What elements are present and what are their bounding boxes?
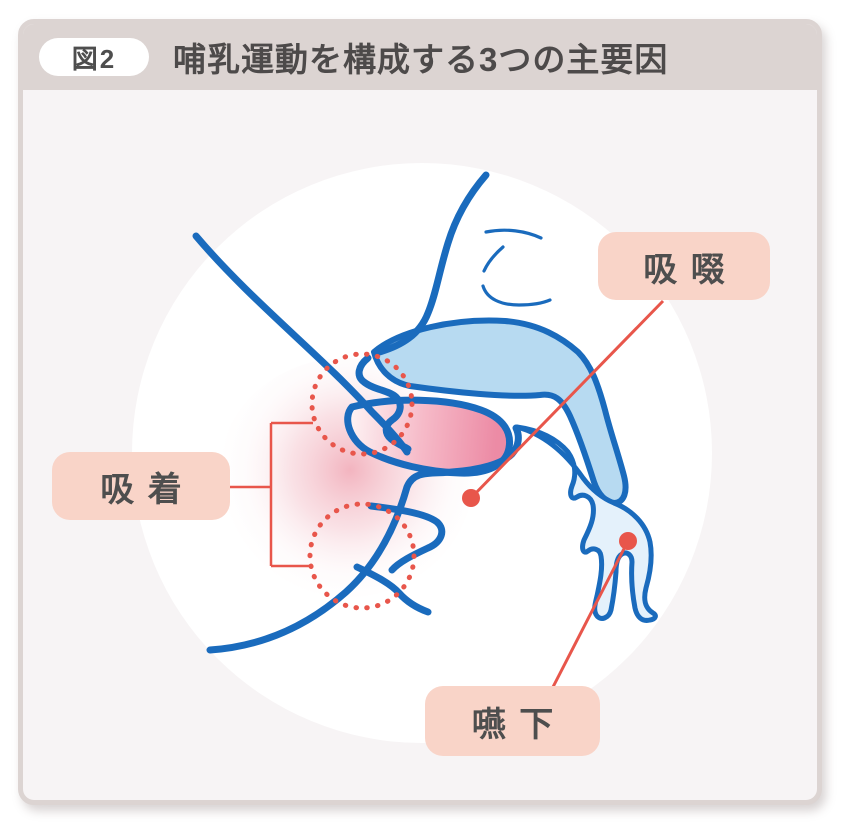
eye-strokes — [481, 228, 552, 307]
label-latching: 吸着 — [52, 452, 230, 520]
label-suckling: 吸啜 — [598, 232, 770, 300]
label-swallowing: 嚥下 — [425, 686, 600, 756]
suckling-pointer-dot — [462, 489, 480, 507]
lower-latch-dotted-circle — [307, 501, 417, 611]
breast-outline — [192, 232, 411, 456]
lower-lip-upper-outline — [367, 502, 446, 574]
cheek-blush-gradient — [217, 358, 473, 598]
figure-title: 哺乳運動を構成する3つの主要因 — [173, 41, 669, 78]
swallowing-pointer-dot — [619, 532, 637, 550]
eye-curve-stroke — [481, 284, 552, 307]
label-latching-text: 吸着 — [100, 470, 196, 509]
figure-header: 図2 哺乳運動を構成する3つの主要因 — [23, 24, 817, 90]
label-suckling-text: 吸啜 — [643, 250, 739, 289]
eyelid-stroke — [482, 245, 505, 273]
upper-lip-outline — [355, 354, 412, 453]
pharynx-larynx-shape — [514, 424, 658, 623]
upper-latch-dotted-circle — [309, 351, 415, 457]
latching-bracket — [230, 421, 313, 568]
lower-lip-lower-outline — [353, 563, 432, 616]
figure-number-badge: 図2 — [39, 38, 149, 76]
suckling-pointer-line — [469, 299, 665, 500]
label-swallowing-text: 嚥下 — [471, 705, 567, 744]
eyebrow-stroke — [484, 228, 543, 240]
swallowing-pointer-line — [551, 540, 630, 688]
figure-number-text: 図2 — [71, 43, 117, 74]
forehead-nose-outline — [372, 171, 490, 357]
